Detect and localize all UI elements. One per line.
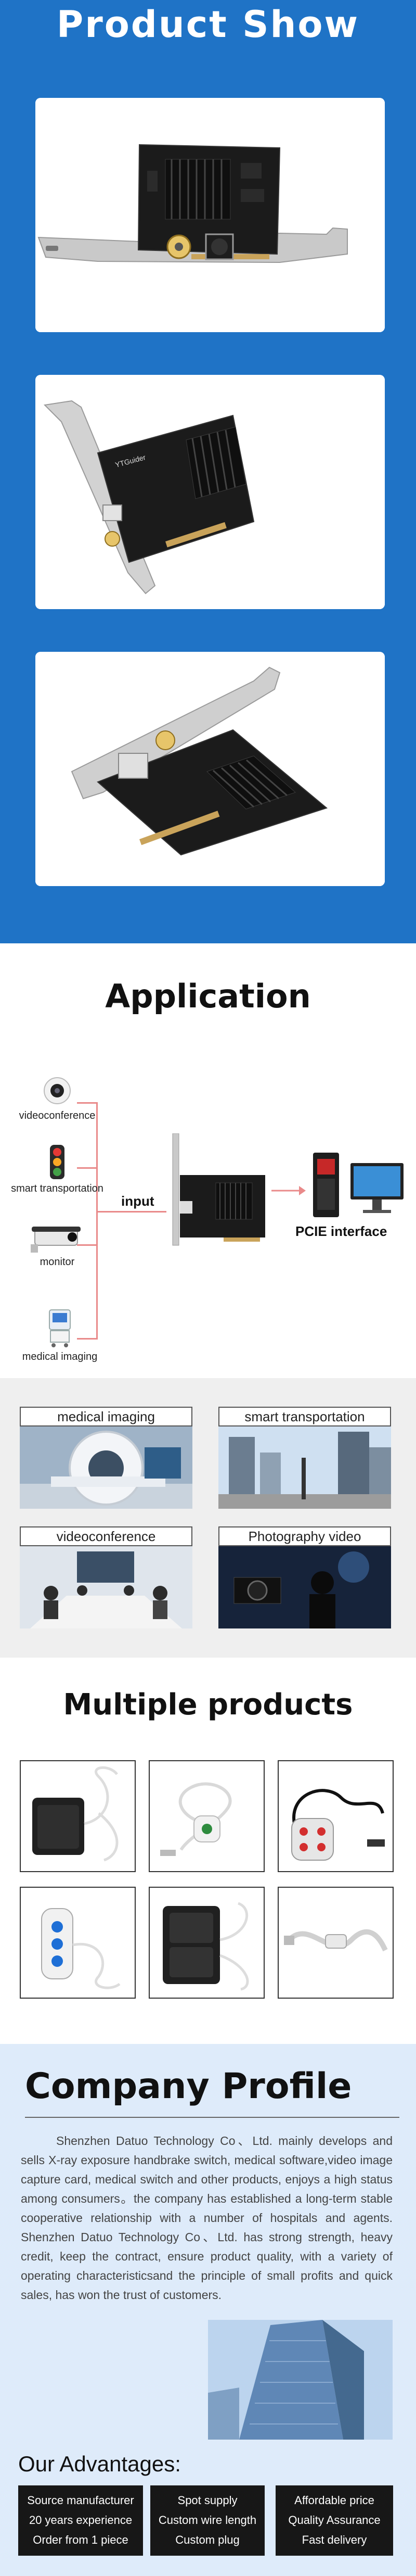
multiple-products-title: Multiple products <box>63 1688 353 1722</box>
pcie-interface-label: PCIE interface <box>295 1223 387 1239</box>
app-item-medical-imaging: medical imaging <box>3 1308 117 1363</box>
company-description: Shenzhen Datuo Technology Co、Ltd. mainly… <box>21 2134 393 2302</box>
scene-caption: Photography video <box>218 1526 391 1546</box>
advantage-item: Custom wire length <box>158 2514 257 2527</box>
scene-caption: medical imaging <box>20 1407 192 1426</box>
app-item-monitor: monitor <box>0 1224 114 1268</box>
advantage-item: Affordable price <box>294 2494 374 2507</box>
connector-branch-4 <box>77 1338 98 1340</box>
heatsink-graphic <box>165 159 231 220</box>
multiple-products-section: Multiple products <box>0 1658 416 2044</box>
advantages-title: Our Advantages: <box>18 2452 181 2476</box>
capture-card-image <box>172 1133 265 1246</box>
app-label: medical imaging <box>22 1351 98 1362</box>
advantage-box-1: Source manufacturer 20 years experience … <box>18 2485 143 2556</box>
security-camera-icon <box>31 1227 81 1253</box>
app-label: smart transportation <box>11 1183 103 1194</box>
app-item-smart-transportation: smart transportation <box>0 1144 114 1195</box>
scene-caption: videoconference <box>20 1526 192 1546</box>
arrow-right-icon <box>271 1186 306 1195</box>
connector-branch-1 <box>77 1102 98 1104</box>
medical-device-icon <box>49 1309 71 1347</box>
product-remote-blue-buttons <box>20 1887 136 1999</box>
advantage-item: Order from 1 piece <box>33 2533 128 2546</box>
app-item-videoconference: videoconference <box>0 1076 114 1122</box>
product-show-section: Product Show <box>0 0 416 943</box>
scene-grid-section: medical imaging smart transportation <box>0 1378 416 1658</box>
product-show-title: Product Show <box>56 3 360 46</box>
application-section: Application videoconference smart transp… <box>0 943 416 1378</box>
webcam-icon <box>44 1077 71 1104</box>
company-profile-title: Company Profile <box>25 2066 352 2107</box>
connector-vertical <box>96 1102 98 1339</box>
scene-medical-imaging: medical imaging <box>20 1407 192 1509</box>
company-building-photo <box>208 2320 393 2440</box>
product-image-top <box>35 652 385 886</box>
product-image-angle: YTGuider <box>35 375 385 609</box>
scene-photography-video: Photography video <box>218 1526 391 1628</box>
product-foot-switch-dual <box>149 1887 265 1999</box>
product-image-front <box>35 98 385 332</box>
advantage-box-3: Affordable price Quality Assurance Fast … <box>276 2485 393 2556</box>
scene-videoconference: videoconference <box>20 1526 192 1628</box>
connector-branch-3 <box>77 1244 98 1246</box>
advantage-box-2: Spot supply Custom wire length Custom pl… <box>150 2485 265 2556</box>
advantage-item: Custom plug <box>175 2533 240 2546</box>
scene-smart-transportation: smart transportation <box>218 1407 391 1509</box>
traffic-light-icon <box>50 1145 64 1179</box>
app-label: monitor <box>40 1256 75 1268</box>
advantage-item: Fast delivery <box>302 2533 367 2546</box>
product-foot-switch-black <box>20 1760 136 1872</box>
computer-icon <box>313 1153 404 1217</box>
scene-caption: smart transportation <box>218 1407 391 1426</box>
application-title: Application <box>105 977 311 1015</box>
company-profile-section: Company Profile Shenzhen Datuo Technolog… <box>0 2044 416 2576</box>
input-label: input <box>121 1193 154 1209</box>
advantage-item: Source manufacturer <box>27 2494 134 2507</box>
product-remote-red-buttons <box>278 1760 394 1872</box>
connector-input <box>96 1211 166 1213</box>
advantage-item: Quality Assurance <box>288 2514 381 2527</box>
advantage-item: 20 years experience <box>29 2514 133 2527</box>
product-hand-switch-green <box>149 1760 265 1872</box>
app-label: videoconference <box>19 1110 96 1121</box>
product-coiled-cable <box>278 1887 394 1999</box>
title-divider <box>25 2117 399 2118</box>
advantage-item: Spot supply <box>177 2494 238 2507</box>
connector-branch-2 <box>77 1167 98 1169</box>
